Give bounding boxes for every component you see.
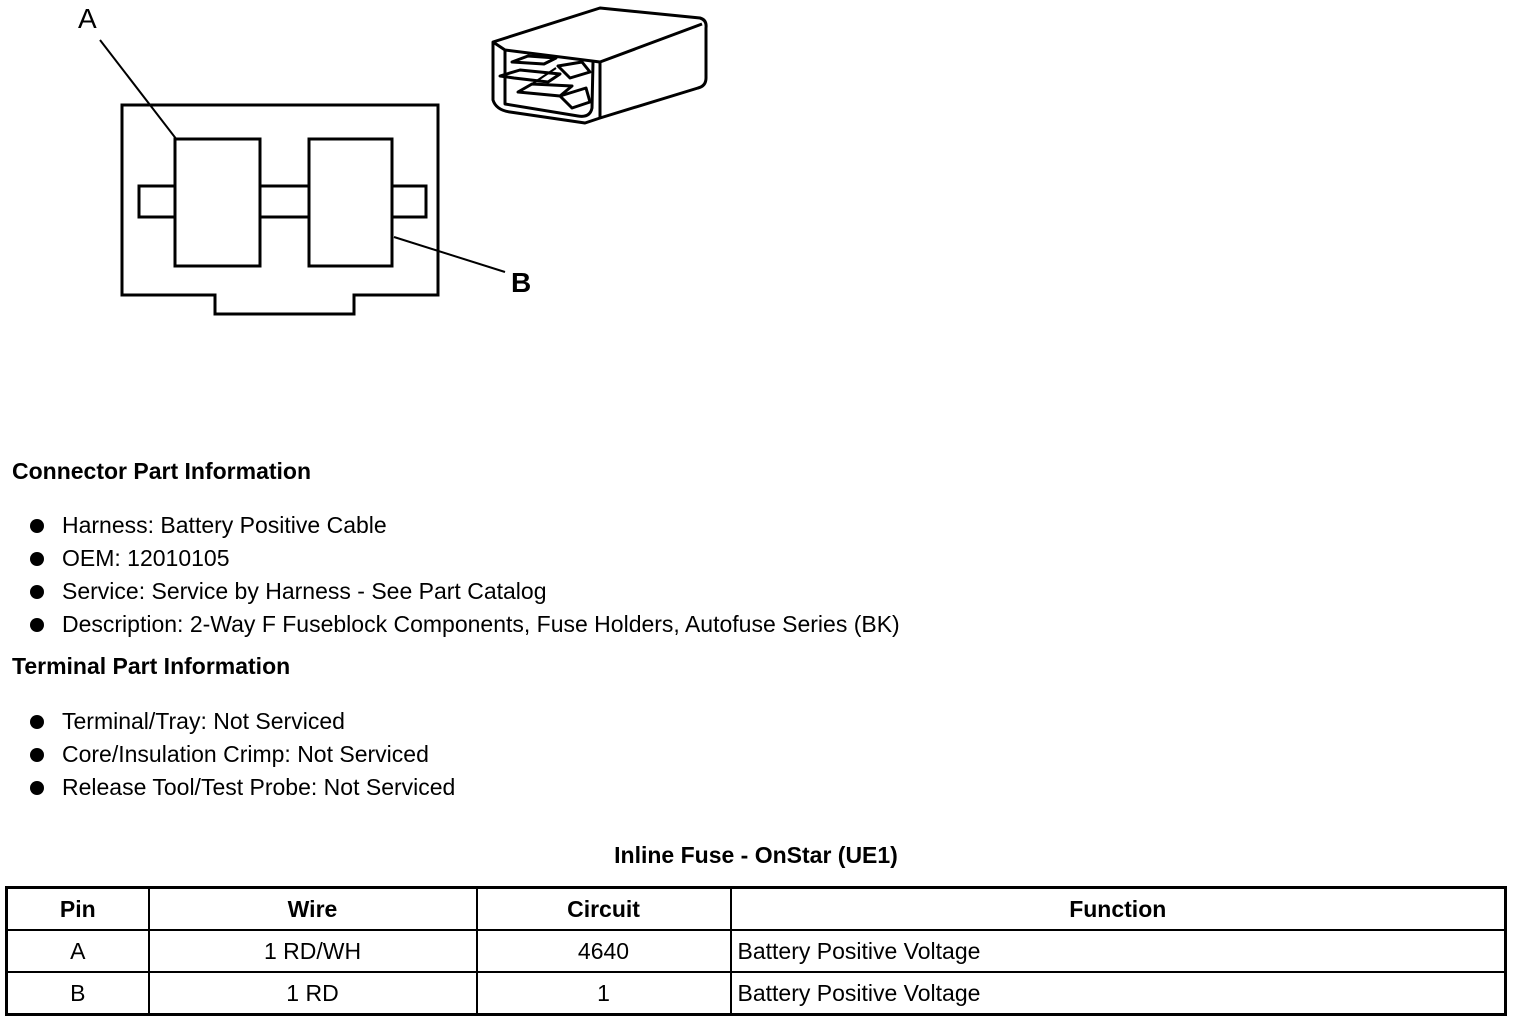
leader-line-a <box>99 39 178 141</box>
connector-face-view <box>99 39 506 316</box>
table-row: A 1 RD/WH 4640 Battery Positive Voltage <box>5 929 1507 973</box>
cell-pin: A <box>5 929 150 973</box>
bullet-icon <box>30 748 44 762</box>
list-item: Core/Insulation Crimp: Not Serviced <box>12 738 455 771</box>
cell-pin: B <box>5 971 150 1016</box>
bullet-icon <box>30 552 44 566</box>
bullet-icon <box>30 781 44 795</box>
cell-wire: 1 RD <box>147 971 478 1016</box>
column-header-function: Function <box>729 886 1507 931</box>
list-item: OEM: 12010105 <box>12 542 900 575</box>
bullet-icon <box>30 715 44 729</box>
terminal-cavity-a <box>173 137 262 268</box>
list-item: Harness: Battery Positive Cable <box>12 509 900 542</box>
leader-line-b <box>393 236 506 273</box>
list-item: Terminal/Tray: Not Serviced <box>12 705 455 738</box>
connector-info-heading: Connector Part Information <box>12 458 312 484</box>
cell-circuit: 4640 <box>475 929 732 973</box>
connector-info-list: Harness: Battery Positive Cable OEM: 120… <box>12 509 900 641</box>
bullet-icon <box>30 585 44 599</box>
cell-circuit: 1 <box>475 971 732 1016</box>
table-row: B 1 RD 1 Battery Positive Voltage <box>5 971 1507 1016</box>
cell-function: Battery Positive Voltage <box>729 929 1507 973</box>
terminal-info-heading: Terminal Part Information <box>12 653 291 679</box>
bullet-icon <box>30 519 44 533</box>
terminal-cavity-b <box>307 137 394 268</box>
column-header-wire: Wire <box>147 886 478 931</box>
pin-label-b: B <box>511 267 531 298</box>
list-item: Release Tool/Test Probe: Not Serviced <box>12 771 455 804</box>
pin-table: Pin Wire Circuit Function A 1 RD/WH 4640… <box>5 886 1507 1016</box>
connector-diagram: A B <box>78 3 708 316</box>
table-title: Inline Fuse - OnStar (UE1) <box>614 842 898 868</box>
list-item: Service: Service by Harness - See Part C… <box>12 575 900 608</box>
table-header-row: Pin Wire Circuit Function <box>5 886 1507 931</box>
cell-wire: 1 RD/WH <box>147 929 478 973</box>
cell-function: Battery Positive Voltage <box>729 971 1507 1016</box>
bullet-icon <box>30 618 44 632</box>
list-item: Description: 2-Way F Fuseblock Component… <box>12 608 900 641</box>
terminal-info-list: Terminal/Tray: Not Serviced Core/Insulat… <box>12 705 455 804</box>
column-header-pin: Pin <box>5 886 150 931</box>
pin-label-a: A <box>78 3 97 34</box>
connector-isometric-view <box>491 6 708 125</box>
column-header-circuit: Circuit <box>475 886 732 931</box>
